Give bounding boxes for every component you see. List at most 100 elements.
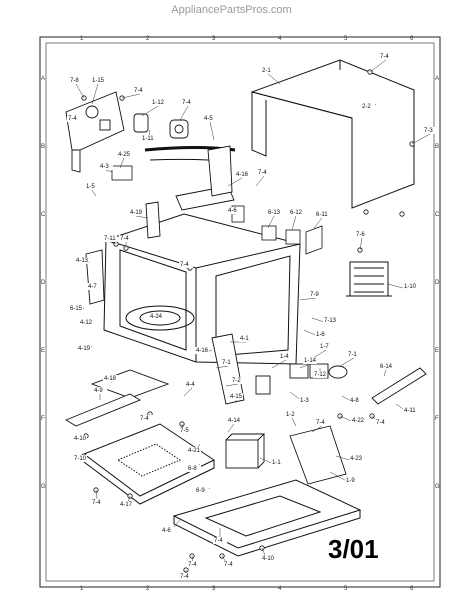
- callout-background: [231, 377, 245, 384]
- part-callout: 1-14: [304, 358, 317, 364]
- power-supply-bracket: [65, 91, 125, 173]
- part-callout: 1-7: [320, 344, 329, 350]
- callout-background: [315, 331, 329, 338]
- part-callout: 7-11: [104, 236, 116, 242]
- callout-background: [235, 171, 249, 178]
- part-callout: 4-8: [350, 398, 359, 404]
- callout-background: [323, 317, 337, 324]
- part-callout: 4-15: [230, 394, 243, 400]
- part-callout: 4-25: [118, 152, 131, 158]
- callout-background: [223, 561, 237, 568]
- part-callout: 7-4: [180, 574, 189, 580]
- callout-background: [349, 397, 363, 404]
- cabinet-cover: [250, 59, 415, 209]
- callout-background: [91, 77, 105, 84]
- callout-background: [267, 209, 281, 216]
- callout-background: [129, 209, 143, 216]
- part-callout: 4-7: [88, 284, 97, 290]
- grid-column-label: 1: [80, 586, 84, 592]
- callout-background: [403, 407, 417, 414]
- door-latch-bracket: [85, 201, 161, 305]
- callout-background: [103, 375, 117, 382]
- callout-background: [349, 455, 363, 462]
- callout-background: [375, 419, 389, 426]
- callout-background: [347, 351, 361, 358]
- callout-background: [303, 357, 317, 364]
- part-callout: 1-2: [286, 412, 295, 418]
- leader-line: [383, 369, 387, 377]
- part-callout: 7-5: [180, 428, 189, 434]
- callout-background: [227, 207, 241, 214]
- leader-line: [119, 157, 125, 169]
- callout-background: [379, 53, 393, 60]
- callout-background: [91, 499, 105, 506]
- callout-background: [75, 257, 89, 264]
- part-callout: 6-13: [268, 210, 281, 216]
- part-callout: 4-9: [94, 388, 103, 394]
- part-callout: 7-1: [222, 360, 231, 366]
- part-callout: 7-4: [316, 420, 325, 426]
- grid-column-label: 3: [212, 586, 216, 592]
- part-callout: 1-15: [92, 78, 105, 84]
- leader-line: [359, 237, 363, 251]
- callout-background: [185, 381, 199, 388]
- callout-background: [67, 115, 81, 122]
- grid-row-label: E: [435, 348, 439, 354]
- part-callout: 6-12: [290, 210, 303, 216]
- callout-background: [73, 455, 87, 462]
- part-callout: 1-4: [280, 354, 289, 360]
- part-callout: 7-9: [310, 292, 319, 298]
- leader-line: [255, 175, 265, 187]
- air-duct: [175, 145, 235, 211]
- part-callout: 4-18: [104, 376, 117, 382]
- leader-line: [91, 83, 99, 105]
- grid-row-label: C: [435, 212, 440, 218]
- leader-line: [411, 133, 431, 145]
- part-callout: 4-6: [228, 208, 237, 214]
- grid-column-label: 6: [410, 586, 414, 592]
- part-callout: 4-1: [240, 336, 249, 342]
- grid-row-label: A: [435, 76, 439, 82]
- callout-background: [213, 537, 227, 544]
- base-tray: [82, 423, 216, 505]
- grid-column-label: 5: [344, 586, 348, 592]
- callout-background: [139, 415, 153, 422]
- leader-line: [271, 359, 287, 369]
- callout-background: [149, 313, 163, 320]
- callout-background: [85, 183, 99, 190]
- leader-line: [121, 93, 141, 99]
- oven-cavity: [103, 213, 301, 365]
- leader-line: [227, 423, 235, 433]
- insulation-plate: [111, 165, 133, 181]
- part-callout: 7-3: [424, 128, 433, 134]
- part-callout: 6-11: [316, 212, 328, 218]
- grid-column-label: 2: [146, 36, 150, 42]
- callout-background: [271, 459, 285, 466]
- callout-background: [355, 231, 369, 238]
- part-callout: 4-21: [188, 448, 201, 454]
- callout-background: [195, 347, 209, 354]
- callout-background: [279, 353, 293, 360]
- callout-background: [261, 67, 275, 74]
- callout-background: [285, 411, 299, 418]
- part-callout: 2-2: [362, 104, 371, 110]
- part-callout: 1-11: [142, 136, 154, 142]
- part-callout: 2-1: [262, 68, 271, 74]
- part-callout: 4-10: [74, 436, 87, 442]
- callout-background: [261, 555, 275, 562]
- base-plate: [172, 479, 362, 557]
- grid-row-label: B: [41, 144, 45, 150]
- leader-line: [225, 383, 239, 387]
- callout-background: [289, 209, 303, 216]
- grid-row-label: E: [41, 348, 45, 354]
- part-callout: 7-10: [74, 456, 87, 462]
- part-callout: 4-19: [78, 346, 91, 352]
- part-callout: 4-19: [130, 210, 143, 216]
- callout-background: [79, 319, 93, 326]
- part-callout: 7-6: [356, 232, 365, 238]
- callout-background: [179, 427, 193, 434]
- callout-background: [187, 561, 201, 568]
- grid-column-label: 1: [80, 36, 84, 42]
